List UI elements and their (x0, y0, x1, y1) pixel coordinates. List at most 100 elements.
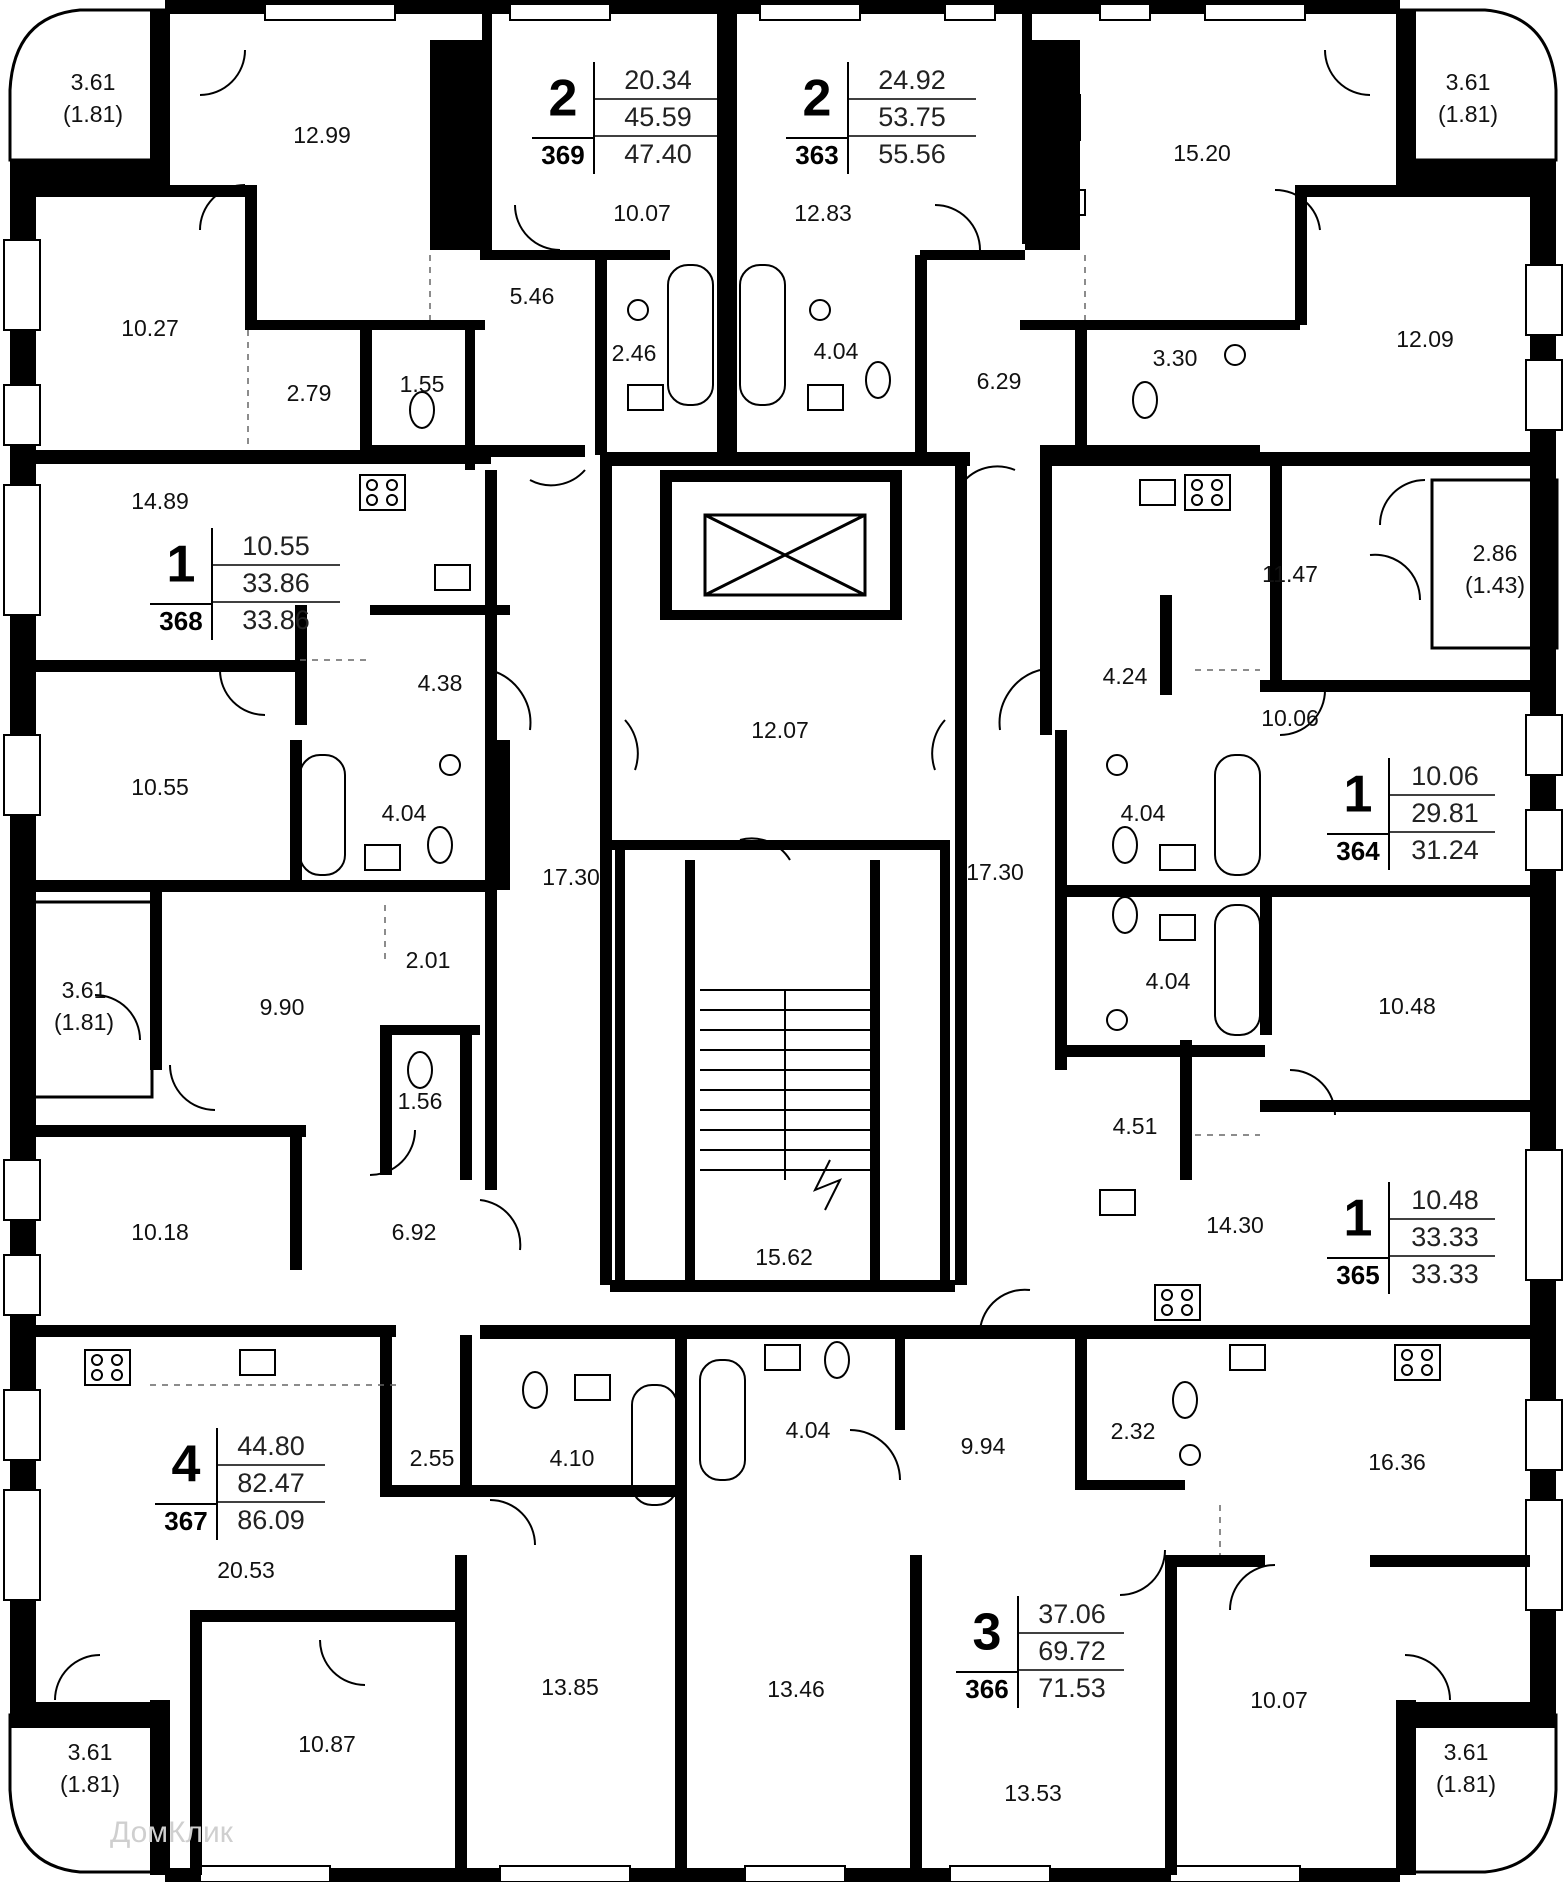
balcony-area: 3.61 (71, 69, 116, 95)
bathtub-2 (739, 264, 786, 406)
apartment-total-area: 82.47 (237, 1468, 305, 1498)
room-area: 1.56 (398, 1088, 443, 1114)
balcony-mid-right-outline (1430, 478, 1559, 650)
fixtures (84, 74, 1441, 1506)
balcony-area: 3.61 (68, 1739, 113, 1765)
balcony-area: 2.86 (1473, 540, 1518, 566)
apartment-living-area: 44.80 (237, 1431, 305, 1461)
apartment-living-area: 10.48 (1411, 1185, 1479, 1215)
room-area: 13.46 (767, 1676, 825, 1702)
room-area: 17.30 (966, 859, 1024, 885)
sink-9 (239, 1349, 276, 1376)
apartment-rooms: 4 (172, 1436, 201, 1494)
toilet-4 (427, 826, 453, 864)
room-area: 4.04 (1146, 968, 1191, 994)
toilet-9 (824, 1341, 850, 1379)
room-area: 4.04 (1121, 800, 1166, 826)
toilet-6 (1112, 896, 1138, 934)
sink-14 (1049, 189, 1086, 216)
apartment-number: 367 (164, 1506, 207, 1536)
apartment-info-364: 1 364 10.06 29.81 31.24 (1327, 758, 1495, 870)
balcony-reduced-area: (1.81) (1436, 1771, 1496, 1797)
bathtub-6 (631, 1384, 678, 1506)
balcony-reduced-area: (1.81) (60, 1771, 120, 1797)
apartment-area-with-balcony: 33.33 (1411, 1259, 1479, 1289)
room-area: 4.24 (1103, 663, 1148, 689)
apartment-number: 366 (965, 1674, 1008, 1704)
room-area: 4.04 (382, 800, 427, 826)
stove-1 (434, 74, 471, 121)
room-area: 6.92 (392, 1219, 437, 1245)
room-area: 4.51 (1113, 1113, 1158, 1139)
apartment-info-368: 1 368 10.55 33.86 33.86 (150, 528, 340, 640)
room-area: 14.89 (131, 488, 189, 514)
bathtub-3 (299, 754, 346, 876)
bathtub-1 (667, 264, 714, 406)
balcony-reduced-area: (1.81) (54, 1009, 114, 1035)
apartment-number: 365 (1336, 1260, 1379, 1290)
watermark: ДомКлик (110, 1816, 234, 1849)
room-area: 10.27 (121, 315, 179, 341)
sink-8 (1229, 1344, 1266, 1371)
stove-3 (359, 474, 406, 511)
apartment-living-area: 20.34 (624, 65, 692, 95)
apartment-rooms: 1 (167, 536, 196, 594)
boiler-1 (627, 299, 649, 321)
interior-walls (36, 14, 1530, 1875)
apartment-total-area: 33.33 (1411, 1222, 1479, 1252)
outer-walls (10, 0, 1556, 1882)
apartment-total-area: 53.75 (878, 102, 946, 132)
room-area: 3.30 (1153, 345, 1198, 371)
room-area: 4.04 (786, 1417, 831, 1443)
room-area: 10.18 (131, 1219, 189, 1245)
toilet-5 (1112, 826, 1138, 864)
zone-dividers (150, 255, 1260, 1555)
apartment-number: 364 (1336, 836, 1380, 866)
stove-5 (84, 1349, 131, 1386)
balcony-bottom-right-outline (1400, 1713, 1558, 1874)
room-area: 10.55 (131, 774, 189, 800)
stove-4 (1184, 474, 1231, 511)
apartment-area-with-balcony: 47.40 (624, 139, 692, 169)
balcony-bottom-left-outline (8, 1713, 165, 1874)
balcony-area: 3.61 (1444, 1739, 1489, 1765)
bathtub-4 (1214, 754, 1261, 876)
boiler-4 (439, 754, 461, 776)
bathtub-5 (1214, 904, 1261, 1036)
apartment-info-363: 2 363 24.92 53.75 55.56 (786, 62, 976, 174)
balconies (8, 8, 1559, 1874)
balcony-area: 3.61 (1446, 69, 1491, 95)
apartment-number: 369 (541, 140, 584, 170)
room-area: 17.30 (542, 864, 600, 890)
balcony-top-left-outline (8, 8, 165, 162)
room-area: 10.48 (1378, 993, 1436, 1019)
apartment-living-area: 37.06 (1038, 1599, 1106, 1629)
sink-4 (1159, 844, 1196, 871)
room-area: 1.55 (400, 371, 445, 397)
boiler-2 (809, 299, 831, 321)
apartment-area-with-balcony: 71.53 (1038, 1673, 1106, 1703)
room-area: 4.38 (418, 670, 463, 696)
room-area: 2.55 (410, 1445, 455, 1471)
room-area: 9.94 (961, 1433, 1006, 1459)
apartment-rooms: 3 (973, 1604, 1002, 1662)
apartment-total-area: 29.81 (1411, 798, 1479, 828)
apartment-total-area: 69.72 (1038, 1636, 1106, 1666)
stove-6 (1394, 1344, 1441, 1381)
apartment-area-with-balcony: 55.56 (878, 139, 946, 169)
toilet-8 (522, 1371, 548, 1409)
sink-6 (574, 1374, 611, 1401)
room-area: 16.36 (1368, 1449, 1426, 1475)
room-area: 12.07 (751, 717, 809, 743)
room-area: 15.20 (1173, 140, 1231, 166)
sink-11 (1099, 1189, 1136, 1216)
bathtub-7 (699, 1359, 746, 1481)
room-area: 9.90 (260, 994, 305, 1020)
room-area: 10.07 (613, 200, 671, 226)
room-area: 12.09 (1396, 326, 1454, 352)
elevator-shaft (703, 513, 867, 597)
staircase (700, 989, 870, 1211)
toilet-1 (409, 391, 435, 429)
room-area: 10.87 (298, 1731, 356, 1757)
room-area: 5.46 (510, 283, 555, 309)
